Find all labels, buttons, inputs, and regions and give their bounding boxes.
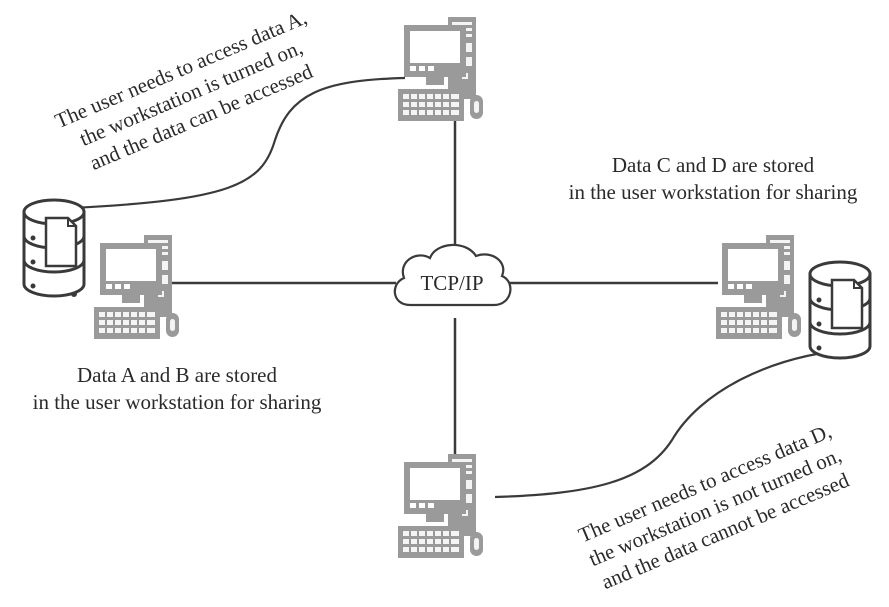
caption-right-store: Data C and D are stored in the user work… <box>538 152 888 206</box>
caption-left-store: Data A and B are stored in the user work… <box>2 362 352 416</box>
database-right <box>808 260 872 360</box>
caption-line: Data A and B are stored <box>76 363 278 387</box>
workstation-bottom <box>397 453 484 559</box>
network-cloud: TCP/IP <box>393 243 512 307</box>
database-icon <box>808 260 872 360</box>
workstation-right <box>715 234 802 340</box>
caption-line: in the user workstation for sharing <box>32 390 322 414</box>
network-label: TCP/IP <box>420 271 483 295</box>
workstation-top <box>397 16 484 122</box>
caption-line: Data C and D are stored <box>611 153 815 177</box>
access-path-bottom <box>494 347 857 499</box>
access-paths <box>71 76 857 499</box>
database-icon <box>22 198 86 298</box>
workstation-left <box>93 234 180 340</box>
network-diagram: TCP/IP <box>22 16 872 559</box>
access-path-top <box>71 76 406 210</box>
caption-line: in the user workstation for sharing <box>568 180 858 204</box>
cloud-icon <box>393 243 512 307</box>
network-links <box>172 118 718 455</box>
database-left <box>22 198 86 298</box>
